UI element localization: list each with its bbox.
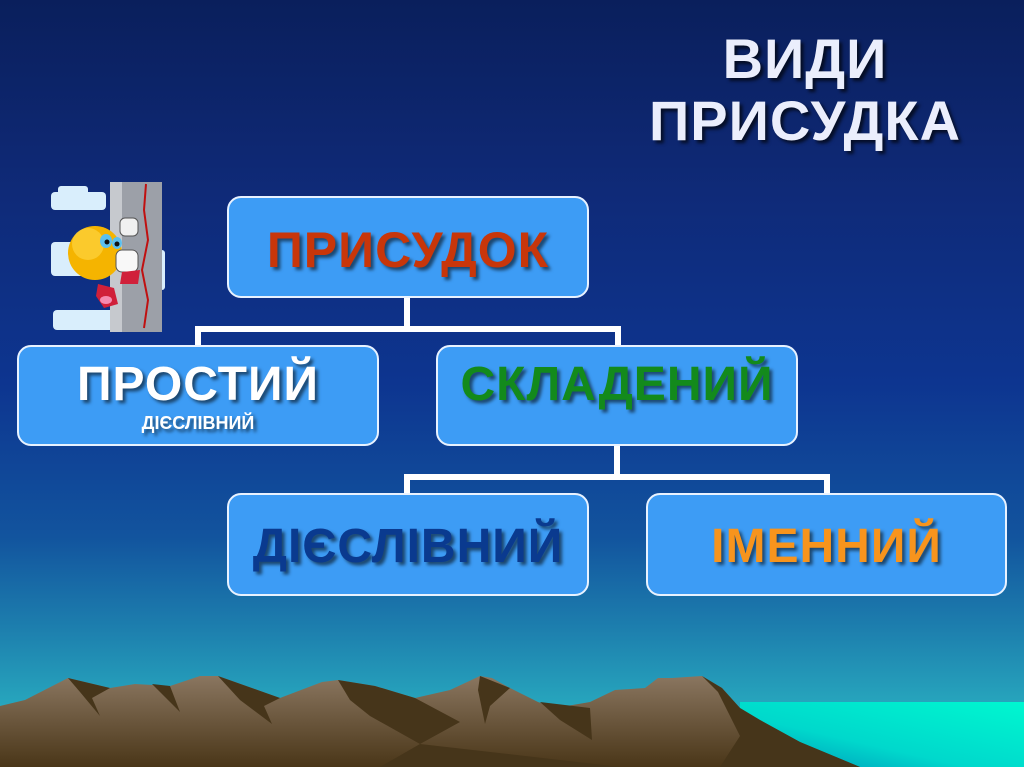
- title-line-1: ВИДИ: [722, 27, 888, 90]
- node-prysudok-label: ПРИСУДОК: [266, 222, 550, 278]
- node-dieslivnyi: ДІЄСЛІВНИЙ: [227, 493, 589, 596]
- node-prysudok: ПРИСУДОК: [227, 196, 589, 298]
- node-imennyi: ІМЕННИЙ: [646, 493, 1007, 596]
- node-skladenyi-label: СКЛАДЕНИЙ: [460, 358, 774, 411]
- node-imennyi-label: ІМЕННИЙ: [711, 520, 942, 573]
- connector-to-dieslivnyi: [404, 474, 410, 496]
- connector-skladenyi-down: [614, 444, 620, 476]
- smiley-climbing-rock-icon: [51, 182, 165, 332]
- node-skladenyi: СКЛАДЕНИЙ: [436, 345, 798, 446]
- connector-level1-bar: [195, 326, 621, 332]
- connector-to-skladenyi: [615, 326, 621, 348]
- title-line-2: ПРИСУДКА: [648, 89, 962, 152]
- connector-to-prostyi: [195, 326, 201, 348]
- mountains-landscape: [0, 676, 1024, 767]
- node-prostyi: ПРОСТИЙ ДІЄСЛІВНИЙ: [17, 345, 379, 446]
- node-prostyi-sublabel: ДІЄСЛІВНИЙ: [141, 413, 255, 433]
- node-prostyi-label: ПРОСТИЙ: [76, 358, 319, 411]
- node-dieslivnyi-label: ДІЄСЛІВНИЙ: [252, 520, 564, 573]
- connector-to-imennyi: [824, 474, 830, 496]
- connector-level2-bar: [404, 474, 830, 480]
- connector-root-down: [404, 296, 410, 328]
- slide-title: ВИДИ ПРИСУДКА: [600, 28, 1010, 152]
